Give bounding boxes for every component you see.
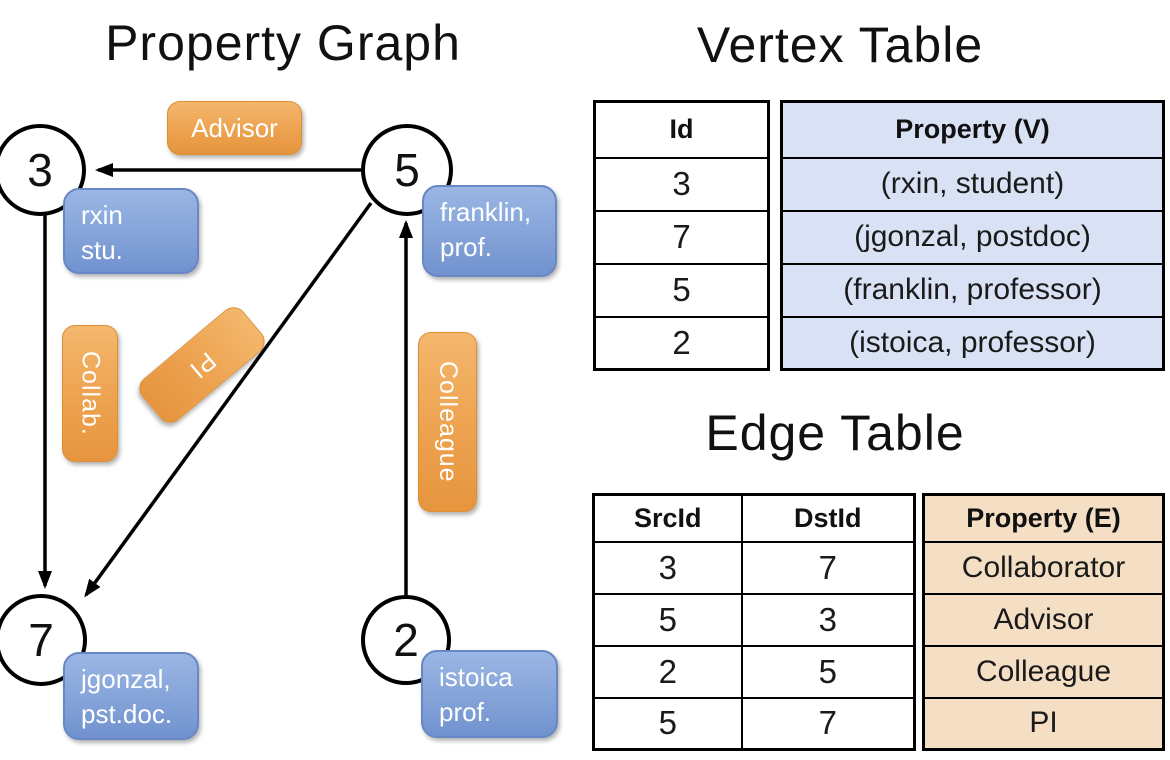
table-row: (rxin, student): [780, 156, 1165, 212]
edge-label-advisor: Advisor: [167, 101, 302, 155]
vertex-label-line: prof.: [439, 697, 492, 728]
edge-dstid-cell: 7: [740, 696, 916, 751]
edge-label-collab: Collab.: [62, 325, 118, 462]
edge-table-header-property: Property (E): [922, 493, 1165, 543]
edge-property-cell: PI: [922, 696, 1165, 751]
table-row: PI: [922, 696, 1165, 751]
vertex-property-cell: (franklin, professor): [780, 262, 1165, 318]
table-row: 7: [593, 209, 770, 265]
edge-table-title: Edge Table: [705, 405, 965, 461]
edge-srcid-cell: 5: [592, 592, 743, 647]
edge-table-header-srcid: SrcId: [592, 493, 743, 543]
table-row: 5 7: [592, 696, 916, 751]
edge-srcid-cell: 2: [592, 644, 743, 699]
edge-label-text: Advisor: [191, 112, 278, 143]
vertex-label-line: franklin,: [440, 197, 532, 227]
table-row: 3 7: [592, 540, 916, 595]
edge-property-cell: Colleague: [922, 644, 1165, 699]
vertex-label-line: jgonzal,: [81, 664, 171, 694]
table-row: Colleague: [922, 644, 1165, 699]
vertex-id: 5: [394, 144, 420, 196]
vertex-label-line: prof.: [440, 232, 493, 263]
table-row: 3: [593, 156, 770, 212]
edge-table-id-columns: SrcId DstId 3 7 5 3 2 5 5 7: [592, 493, 916, 751]
vertex-id-cell: 7: [593, 209, 770, 265]
vertex-label-franklin: franklin, prof.: [422, 185, 557, 277]
vertex-id: 7: [28, 614, 54, 666]
vertex-label-jgonzal: jgonzal, pst.doc.: [63, 652, 199, 740]
edge-label-pi: PI: [134, 301, 270, 429]
edge-table-header-dstid: DstId: [740, 493, 916, 543]
vertex-label-rxin: rxin stu.: [63, 188, 199, 274]
vertex-id: 3: [27, 144, 53, 196]
vertex-property-cell: (rxin, student): [780, 156, 1165, 212]
vertex-id-cell: 3: [593, 156, 770, 212]
table-row: 2 5: [592, 644, 916, 699]
property-graph-title: Property Graph: [105, 15, 461, 71]
vertex-node-2: 2: [361, 595, 451, 685]
edge-dstid-cell: 7: [740, 540, 916, 595]
vertex-label-line: pst.doc.: [81, 699, 173, 730]
edge-srcid-cell: 5: [592, 696, 743, 751]
vertex-label-istoica: istoica prof.: [421, 650, 558, 738]
edge-label-text: Colleague: [434, 361, 462, 483]
vertex-property-cell: (jgonzal, postdoc): [780, 209, 1165, 265]
table-row: (jgonzal, postdoc): [780, 209, 1165, 265]
edge-srcid-cell: 3: [592, 540, 743, 595]
table-row: 2: [593, 315, 770, 371]
vertex-table-header-id: Id: [593, 100, 770, 159]
vertex-table-id-columns: Id 3 7 5 2: [593, 100, 770, 371]
vertex-table-header-property: Property (V): [780, 100, 1165, 159]
vertex-label-line: istoica: [439, 662, 513, 692]
edge-property-cell: Collaborator: [922, 540, 1165, 595]
edge-table-property-column: Property (E) Collaborator Advisor Collea…: [922, 493, 1165, 751]
vertex-table-property-column: Property (V) (rxin, student) (jgonzal, p…: [780, 100, 1165, 371]
table-row: (istoica, professor): [780, 315, 1165, 371]
edge-label-colleague: Colleague: [418, 332, 477, 512]
edge-dstid-cell: 3: [740, 592, 916, 647]
vertex-node-3: 3: [0, 124, 86, 216]
vertex-table-title: Vertex Table: [696, 17, 984, 73]
edge-dstid-cell: 5: [740, 644, 916, 699]
vertex-property-cell: (istoica, professor): [780, 315, 1165, 371]
table-row: Collaborator: [922, 540, 1165, 595]
table-row: (franklin, professor): [780, 262, 1165, 318]
table-row: 5 3: [592, 592, 916, 647]
edge-property-cell: Advisor: [922, 592, 1165, 647]
vertex-label-line: stu.: [81, 235, 123, 266]
table-row: Advisor: [922, 592, 1165, 647]
vertex-id-cell: 2: [593, 315, 770, 371]
edge-label-text: Collab.: [76, 351, 105, 436]
table-row: 5: [593, 262, 770, 318]
vertex-label-line: rxin: [81, 200, 123, 230]
vertex-id-cell: 5: [593, 262, 770, 318]
vertex-id: 2: [393, 614, 419, 666]
edge-label-text: PI: [183, 346, 222, 385]
